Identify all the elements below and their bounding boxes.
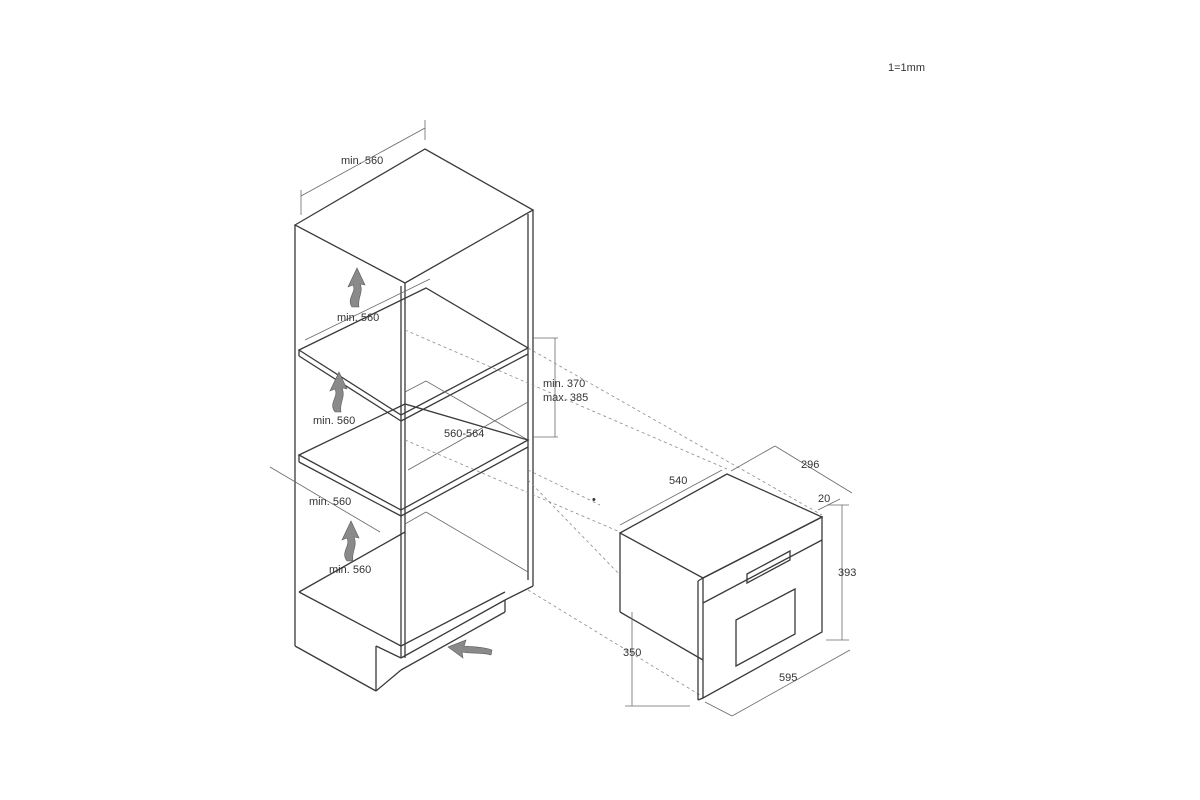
appliance-width-label: 595 bbox=[779, 672, 797, 684]
appliance-depth-label: 540 bbox=[669, 475, 687, 487]
niche-width-label: 560-564 bbox=[444, 428, 484, 440]
oven-window bbox=[735, 587, 796, 668]
appliance-front-depth-label: 296 bbox=[801, 459, 819, 471]
appliance-dimension-lines bbox=[619, 445, 853, 717]
airflow-arrow-upper-icon bbox=[347, 267, 366, 308]
cabinet-mid-depth-label: min. 560 bbox=[309, 496, 351, 508]
appliance-body-height-label: 350 bbox=[623, 647, 641, 659]
cabinet-lower-vent-label: min. 560 bbox=[329, 564, 371, 576]
appliance-front-thickness-label: 20 bbox=[818, 493, 830, 505]
cabinet-upper-vent-label: min. 560 bbox=[337, 312, 379, 324]
appliance-height-label: 393 bbox=[838, 567, 856, 579]
airflow-arrow-shelf-icon bbox=[329, 371, 348, 413]
airflow-arrow-intake-icon bbox=[447, 639, 493, 659]
projection-lines bbox=[404, 329, 823, 696]
airflow-arrow-lower-icon bbox=[341, 520, 360, 562]
control-display bbox=[746, 549, 791, 585]
niche-height-max-label: max. 385 bbox=[543, 392, 588, 404]
projection-mark: • bbox=[592, 494, 596, 506]
cabinet-top-depth-label: min. 560 bbox=[341, 155, 383, 167]
appliance-body bbox=[618, 473, 824, 701]
cabinet-dimension-lines bbox=[269, 120, 558, 533]
cabinet-shelves bbox=[297, 287, 530, 647]
scale-label: 1=1mm bbox=[888, 62, 925, 74]
niche-height-min-label: min. 370 bbox=[543, 378, 585, 390]
cabinet-outline bbox=[293, 148, 535, 692]
cabinet-shelf-depth-label: min. 560 bbox=[313, 415, 355, 427]
airflow-arrows bbox=[329, 267, 493, 659]
